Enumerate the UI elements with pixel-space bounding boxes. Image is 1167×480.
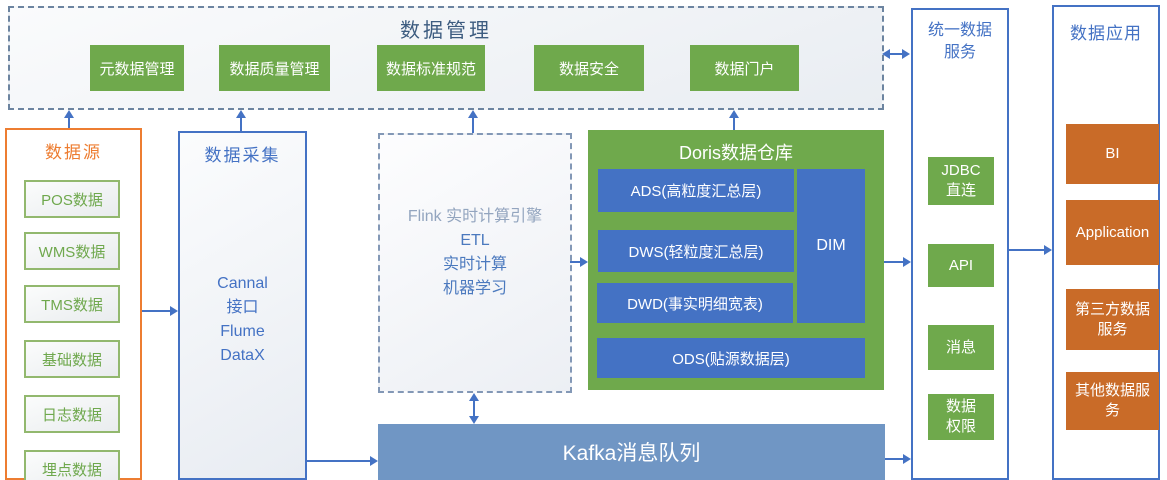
other-service-chip: 其他数据服 务	[1066, 372, 1159, 430]
kafka-queue-bar: Kafka消息队列	[378, 424, 885, 480]
api-line1: API	[948, 256, 974, 274]
arrowhead-bottom	[469, 416, 479, 424]
wms-data-item: WMS数据	[24, 232, 120, 270]
message-chip: 消息	[928, 325, 994, 370]
arrow-kafka-to-unified	[885, 453, 911, 465]
application-line1: Application	[1075, 223, 1150, 241]
log-data-item: 日志数据	[24, 395, 120, 433]
tracking-data-item: 埋点数据	[24, 450, 120, 480]
pos-data-item: POS数据	[24, 180, 120, 218]
data-collection-tools: Cannal 接口 Flume DataX	[180, 272, 305, 368]
perm-line2: 权限	[945, 418, 976, 435]
arrow-unified-to-application	[1008, 244, 1052, 256]
third-party-service-chip: 第三方数据 服务	[1066, 289, 1159, 350]
data-quality-management-chip: 数据质量管理	[219, 45, 330, 91]
realtime-compute-panel: Flink 实时计算引擎 ETL 实时计算 机器学习	[378, 133, 572, 393]
arrow-source-to-collection	[142, 305, 178, 317]
tool-interface: 接口	[226, 299, 259, 316]
arrowhead-right	[902, 49, 910, 59]
arrowhead-left	[882, 49, 890, 59]
arrow-management-unified-double	[882, 47, 910, 61]
data-permission-chip: 数据 权限	[928, 394, 994, 440]
unified-service-title-line2: 服务	[943, 44, 976, 61]
ods-layer: ODS(贴源数据层)	[597, 338, 865, 378]
tool-datax: DataX	[220, 347, 265, 364]
third-party-line1: 第三方数据	[1074, 300, 1150, 318]
arrow-compute-kafka-double	[467, 393, 481, 424]
bi-line1: BI	[1105, 145, 1120, 162]
data-management-panel: 数据管理 元数据管理 数据质量管理 数据标准规范 数据安全 数据门户	[8, 6, 884, 110]
realtime-compute-lines: Flink 实时计算引擎 ETL 实时计算 机器学习	[380, 205, 570, 301]
flink-engine-label: Flink 实时计算引擎	[407, 208, 543, 225]
arrow-collection-to-kafka	[307, 455, 378, 467]
realtime-calc-label: 实时计算	[442, 256, 507, 273]
perm-line1: 数据	[945, 398, 976, 415]
jdbc-line2: 直连	[945, 182, 976, 199]
tool-flume: Flume	[220, 323, 265, 340]
arrowhead-top	[469, 393, 479, 401]
data-security-chip: 数据安全	[534, 45, 644, 91]
other-service-line1: 其他数据服	[1074, 382, 1150, 399]
message-line1: 消息	[945, 338, 976, 356]
arrow-compute-to-management	[467, 110, 479, 133]
bi-chip: BI	[1066, 124, 1159, 184]
machine-learning-label: 机器学习	[442, 280, 507, 297]
jdbc-direct-chip: JDBC 直连	[928, 157, 994, 205]
application-chip: Application	[1066, 200, 1159, 265]
etl-label: ETL	[460, 232, 490, 249]
arrow-compute-to-doris	[570, 256, 588, 268]
metadata-management-chip: 元数据管理	[90, 45, 184, 91]
data-standard-spec-chip: 数据标准规范	[377, 45, 485, 91]
data-collection-panel: 数据采集 Cannal 接口 Flume DataX	[178, 131, 307, 480]
data-management-title: 数据管理	[400, 20, 492, 42]
doris-warehouse-panel: Doris数据仓库 ADS(高粒度汇总层) DWS(轻粒度汇总层) DWD(事实…	[588, 130, 884, 390]
jdbc-line1: JDBC	[941, 162, 981, 179]
doris-warehouse-title: Doris数据仓库	[678, 143, 793, 163]
dwd-layer: DWD(事实明细宽表)	[597, 283, 793, 323]
arrow-doris-to-unified	[884, 256, 911, 268]
data-source-title: 数据源	[45, 143, 102, 162]
data-collection-title: 数据采集	[204, 146, 281, 165]
data-application-panel: 数据应用 BI Application 第三方数据 服务 其他数据服 务	[1052, 5, 1160, 480]
data-source-panel: 数据源 POS数据 WMS数据 TMS数据 基础数据 日志数据 埋点数据	[5, 128, 142, 480]
unified-service-panel: 统一数据 服务 JDBC 直连 API 消息 数据 权限	[911, 8, 1009, 480]
tms-data-item: TMS数据	[24, 285, 120, 323]
base-data-item: 基础数据	[24, 340, 120, 378]
dws-layer: DWS(轻粒度汇总层)	[598, 230, 794, 272]
unified-service-title-line1: 统一数据	[927, 22, 992, 39]
data-application-title: 数据应用	[1070, 24, 1142, 43]
api-chip: API	[928, 244, 994, 287]
data-portal-chip: 数据门户	[690, 45, 799, 91]
arrow-collection-to-management	[235, 110, 247, 131]
other-service-line2: 务	[1104, 402, 1120, 419]
ads-layer: ADS(高粒度汇总层)	[598, 169, 794, 212]
tool-cannal: Cannal	[217, 275, 268, 292]
third-party-line2: 服务	[1097, 320, 1128, 338]
arrow-doris-to-management	[728, 110, 740, 130]
arrow-source-to-management	[63, 110, 75, 128]
unified-service-title: 统一数据 服务	[913, 20, 1007, 64]
dim-layer: DIM	[797, 169, 865, 323]
